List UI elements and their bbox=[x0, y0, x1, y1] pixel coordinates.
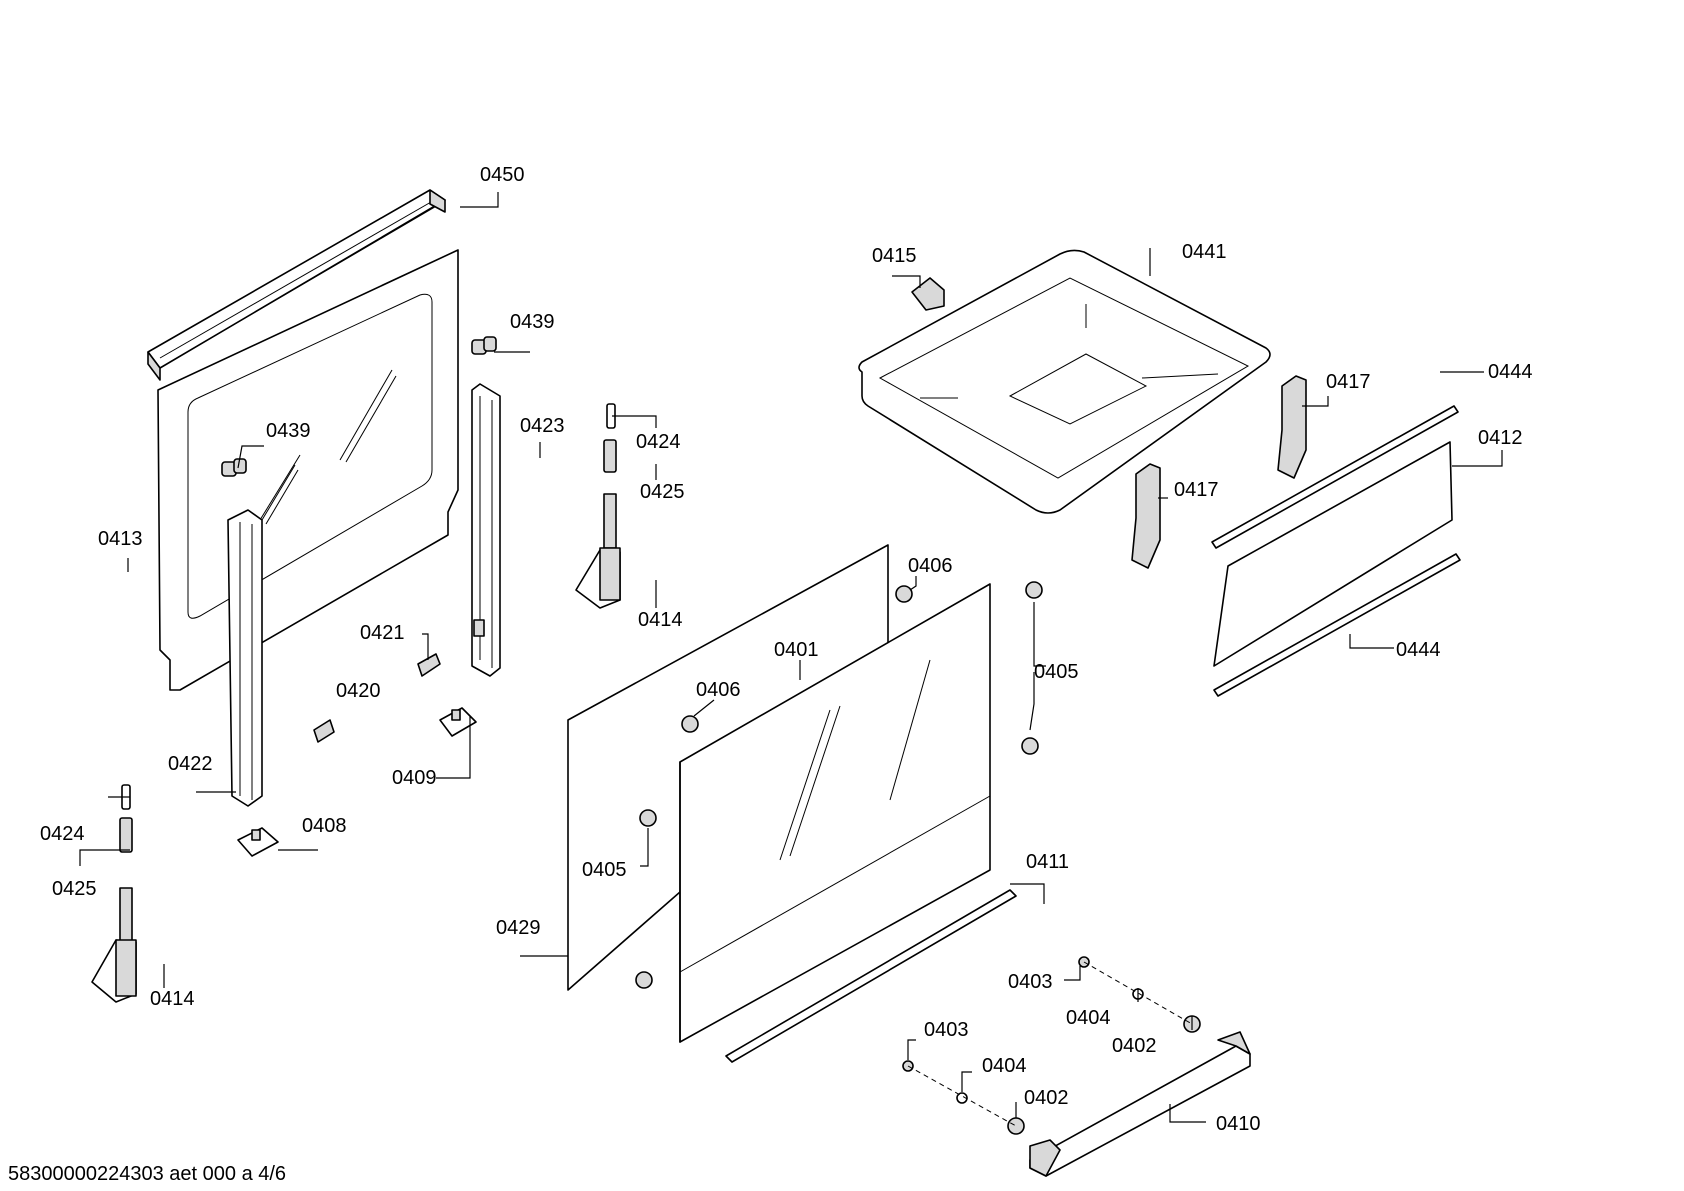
label-0405-left: 0405 bbox=[582, 859, 627, 881]
label-0404-lower: 0404 bbox=[982, 1055, 1027, 1077]
part-0402-nut-b bbox=[1007, 1117, 1025, 1135]
part-0410-handle bbox=[1029, 1031, 1251, 1177]
label-0444-lower: 0444 bbox=[1396, 639, 1441, 661]
label-0423: 0423 bbox=[520, 415, 565, 437]
label-0415: 0415 bbox=[872, 245, 917, 267]
part-hinge-set-lower bbox=[91, 784, 137, 1003]
label-0425-upper: 0425 bbox=[640, 481, 685, 503]
part-0444-rod-lower bbox=[1213, 553, 1461, 697]
label-0421: 0421 bbox=[360, 622, 405, 644]
part-0420-bracket bbox=[313, 719, 335, 743]
label-0410: 0410 bbox=[1216, 1113, 1261, 1135]
label-0417-right: 0417 bbox=[1326, 371, 1371, 393]
label-0408: 0408 bbox=[302, 815, 347, 837]
label-0439-upper: 0439 bbox=[510, 311, 555, 333]
label-0401: 0401 bbox=[774, 639, 819, 661]
part-0406-bumper-a bbox=[895, 585, 913, 603]
label-0402-upper: 0402 bbox=[1112, 1035, 1157, 1057]
label-0422: 0422 bbox=[168, 753, 213, 775]
part-bumper-d bbox=[635, 971, 653, 989]
label-0425-lower: 0425 bbox=[52, 878, 97, 900]
label-0444-upper: 0444 bbox=[1488, 361, 1533, 383]
part-0411-rod bbox=[725, 889, 1017, 1063]
label-0406-right: 0406 bbox=[908, 555, 953, 577]
part-0405-bumper-b bbox=[1021, 737, 1039, 755]
part-0417-hook-left bbox=[1131, 463, 1161, 569]
label-0414-upper: 0414 bbox=[638, 609, 683, 631]
part-0405-bumper-a bbox=[1025, 581, 1043, 599]
label-0403-upper: 0403 bbox=[1008, 971, 1053, 993]
label-0404-upper: 0404 bbox=[1066, 1007, 1111, 1029]
label-0429: 0429 bbox=[496, 917, 541, 939]
part-0412-glass-panel bbox=[1213, 441, 1453, 667]
part-0401-inner-glass bbox=[679, 583, 991, 1043]
part-0423-right-rail bbox=[471, 383, 501, 677]
label-0405-right: 0405 bbox=[1034, 661, 1079, 683]
part-0406-bumper-b bbox=[681, 715, 699, 733]
leader-lines bbox=[79, 192, 1503, 1123]
label-0406-left: 0406 bbox=[696, 679, 741, 701]
label-0412: 0412 bbox=[1478, 427, 1523, 449]
label-0417-left: 0417 bbox=[1174, 479, 1219, 501]
part-0422-left-rail bbox=[227, 464, 299, 807]
part-0413-inner-panel bbox=[157, 249, 459, 691]
label-0420: 0420 bbox=[336, 680, 381, 702]
part-0408-hinge-plate bbox=[237, 827, 279, 857]
label-0414-lower: 0414 bbox=[150, 988, 195, 1010]
label-0409: 0409 bbox=[392, 767, 437, 789]
drawing-reference-footer: 58300000224303 aet 000 a 4/6 bbox=[8, 1163, 286, 1185]
part-0444-rod-upper bbox=[1211, 405, 1459, 549]
part-0450-top-trim bbox=[147, 189, 446, 381]
label-0424-upper: 0424 bbox=[636, 431, 681, 453]
part-0421-bracket bbox=[417, 653, 441, 677]
label-0441: 0441 bbox=[1182, 241, 1227, 263]
label-0424-lower: 0424 bbox=[40, 823, 85, 845]
part-hinge-set-upper bbox=[575, 403, 621, 609]
part-0409-hinge-plate bbox=[439, 707, 477, 737]
label-0411: 0411 bbox=[1026, 851, 1069, 873]
part-0417-hook-right bbox=[1277, 375, 1307, 479]
part-0404-washer-b bbox=[956, 1092, 968, 1104]
label-0413: 0413 bbox=[98, 528, 143, 550]
label-0450: 0450 bbox=[480, 164, 525, 186]
label-0403-lower: 0403 bbox=[924, 1019, 969, 1041]
label-0439-lower: 0439 bbox=[266, 420, 311, 442]
part-0405-bumper-c bbox=[639, 809, 657, 827]
part-labels: 0450 0439 0439 0413 0423 0424 0425 0414 … bbox=[40, 164, 1533, 1135]
part-0441-tray bbox=[858, 249, 1271, 514]
part-0439-clip-upper bbox=[471, 336, 497, 355]
part-0415-bracket bbox=[911, 277, 945, 311]
part-0439-clip-lower bbox=[221, 458, 247, 477]
label-0402-lower: 0402 bbox=[1024, 1087, 1069, 1109]
